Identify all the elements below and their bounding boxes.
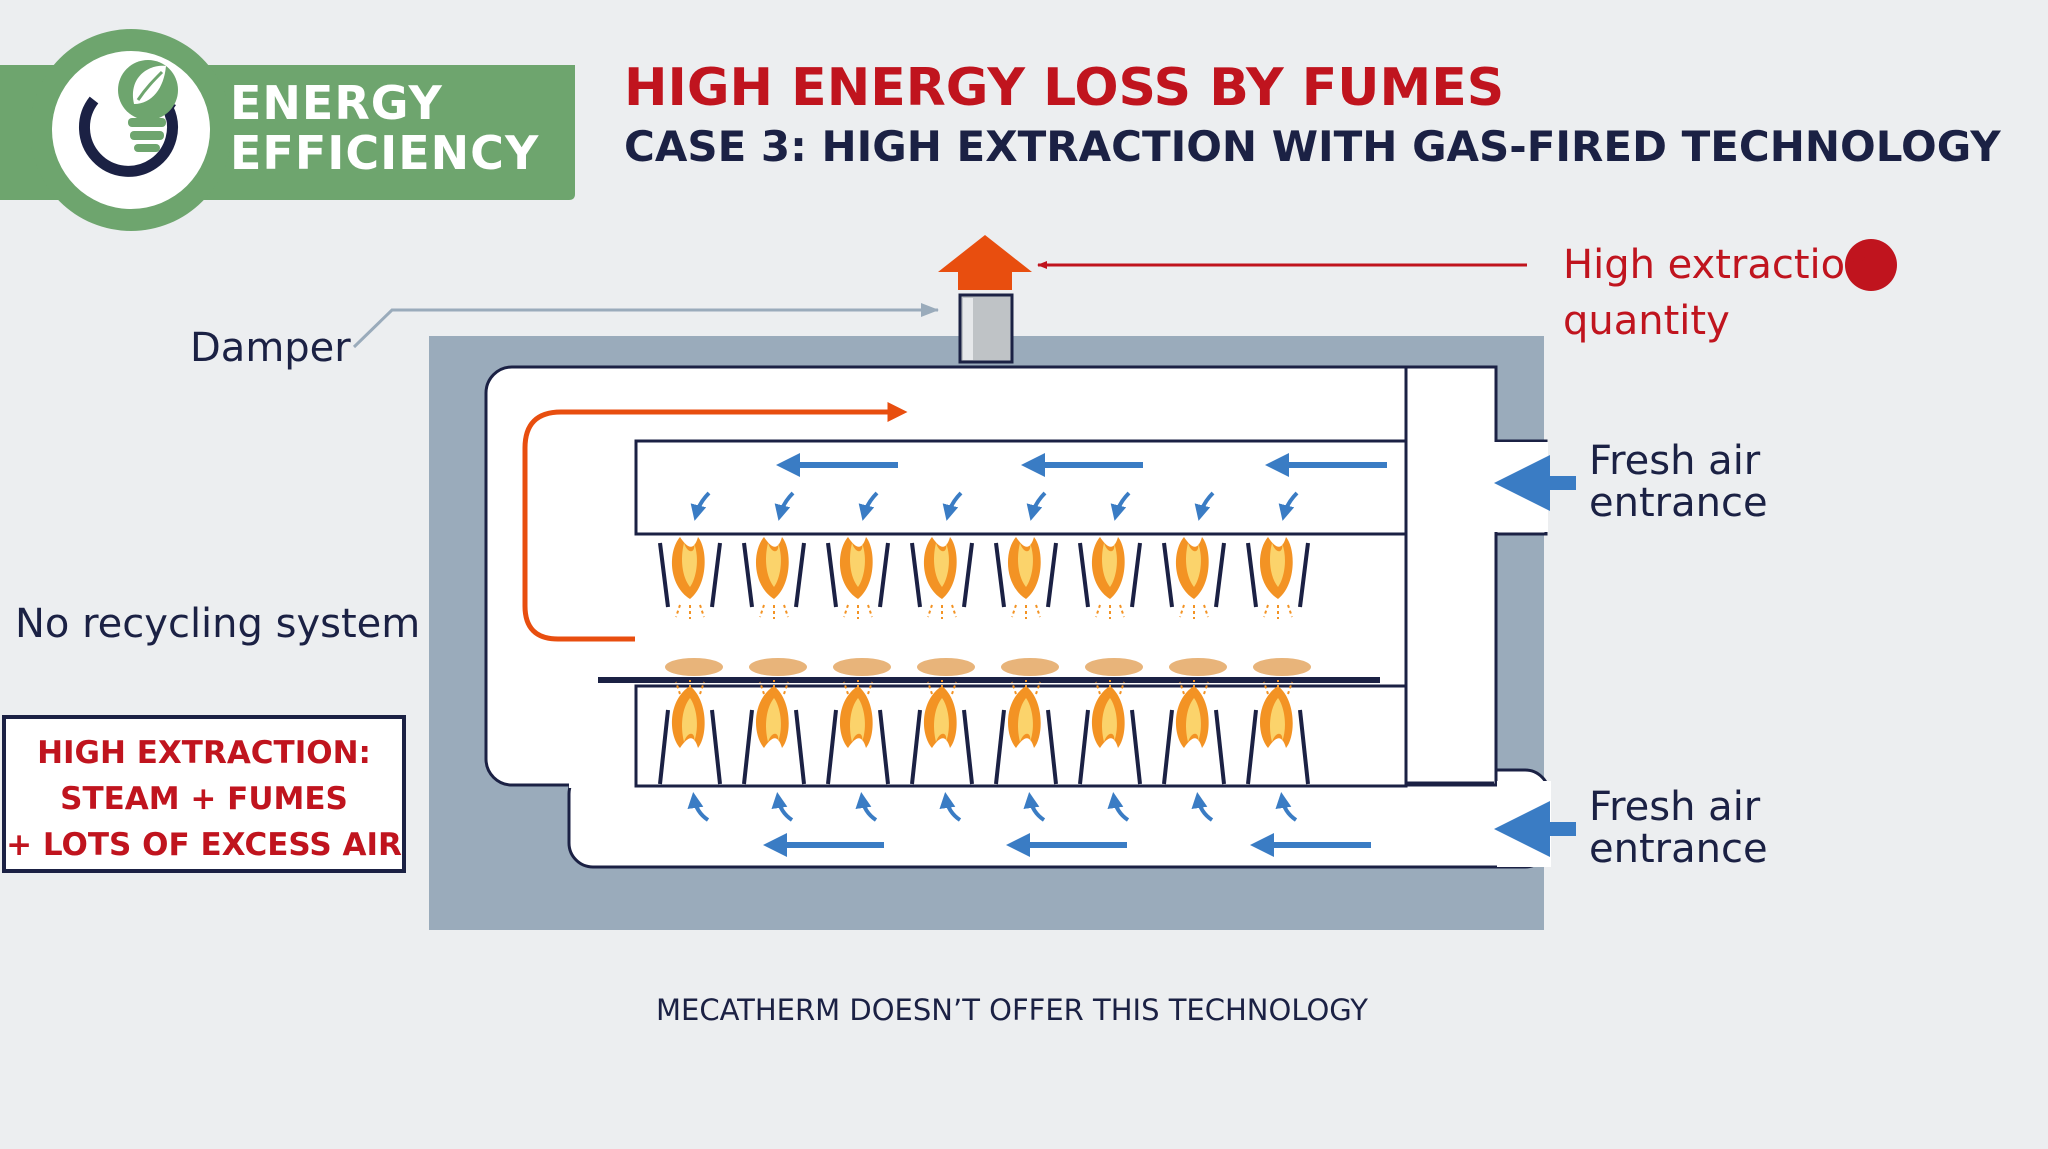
info-line3: + LOTS OF EXCESS AIR: [6, 827, 402, 863]
fresh-air-top-line2: entrance: [1589, 480, 1768, 526]
lower-air-flow: [687, 792, 1371, 857]
no-recycling-label: No recycling system: [15, 601, 421, 647]
burner: [742, 680, 806, 785]
dough-pieces: [665, 658, 1311, 676]
extraction-arrow: [938, 235, 1032, 290]
burner: [1162, 537, 1226, 619]
upper-burners: [658, 537, 1310, 619]
fresh-air-bottom-line1: Fresh air: [1589, 784, 1761, 830]
fresh-air-top-label: Fresh air entrance: [1589, 440, 1768, 524]
info-box: HIGH EXTRACTION: STEAM + FUMES + LOTS OF…: [2, 715, 406, 873]
energy-efficiency-badge: [0, 29, 575, 231]
dough-piece: [833, 658, 891, 676]
lower-burner-duct: [634, 684, 1408, 788]
dough-piece: [917, 658, 975, 676]
extraction-label-line1: High extraction: [1563, 242, 1871, 288]
badge-line1: ENERGY: [230, 76, 443, 130]
damper-label: Damper: [190, 325, 351, 371]
burner: [1162, 680, 1226, 785]
burner: [910, 680, 974, 785]
dough-piece: [1085, 658, 1143, 676]
burner: [826, 680, 890, 785]
chimney: [938, 235, 1032, 364]
hot-air-flow-arrow: [522, 402, 908, 642]
info-line1: HIGH EXTRACTION:: [37, 735, 371, 771]
upper-air-flow: [690, 453, 1387, 521]
fresh-air-bottom-line2: entrance: [1589, 826, 1768, 872]
burner: [742, 537, 806, 619]
fresh-air-top-line1: Fresh air: [1589, 438, 1761, 484]
burner: [994, 537, 1058, 619]
burner: [1078, 680, 1142, 785]
badge-label: ENERGY EFFICIENCY: [230, 78, 539, 178]
burner: [1246, 537, 1310, 619]
dough-piece: [1001, 658, 1059, 676]
info-line2: STEAM + FUMES: [60, 781, 348, 817]
burner: [994, 680, 1058, 785]
footer-note: MECATHERM DOESN’T OFFER THIS TECHNOLOGY: [655, 993, 1369, 1027]
lower-burners: [658, 680, 1310, 785]
lightbulb-leaf-icon: [79, 60, 178, 177]
burner: [826, 537, 890, 619]
damper-leader: [352, 303, 939, 349]
burner: [1246, 680, 1310, 785]
fresh-air-bottom-label: Fresh air entrance: [1589, 786, 1768, 870]
dough-piece: [665, 658, 723, 676]
badge-line2: EFFICIENCY: [230, 126, 540, 180]
burner: [910, 537, 974, 619]
right-column: [1404, 365, 1498, 787]
burner: [658, 537, 722, 619]
page-title: HIGH ENERGY LOSS BY FUMES: [624, 58, 1505, 118]
high-extraction-indicator: [1845, 239, 1897, 291]
dough-piece: [1253, 658, 1311, 676]
burner: [1078, 537, 1142, 619]
page-subtitle: CASE 3: HIGH EXTRACTION WITH GAS-FIRED T…: [624, 122, 2001, 171]
dough-piece: [749, 658, 807, 676]
burner: [658, 680, 722, 785]
extraction-label-line2: quantity: [1563, 298, 1730, 344]
dough-piece: [1169, 658, 1227, 676]
